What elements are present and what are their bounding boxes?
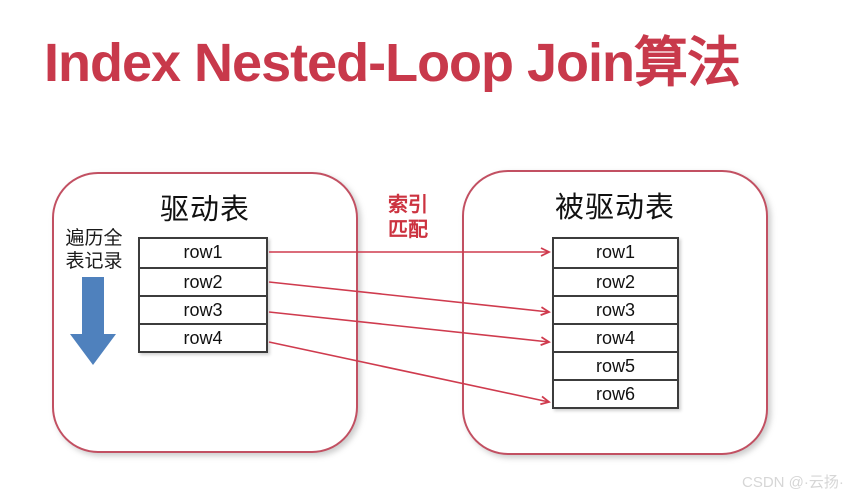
table-row: row2 <box>554 267 677 295</box>
index-match-label-line2: 匹配 <box>388 219 428 241</box>
watermark: CSDN @·云扬· <box>742 474 844 491</box>
index-match-label-line1: 索引 <box>388 194 428 216</box>
table-row: row3 <box>554 295 677 323</box>
driver-table-title: 驱动表 <box>159 194 250 226</box>
index-match-label: 索引 匹配 <box>388 193 428 243</box>
scan-direction-arrow-icon <box>70 277 116 365</box>
page-title: Index Nested-Loop Join算法 <box>44 33 741 93</box>
table-row: row2 <box>140 267 266 295</box>
full-scan-note-line1: 遍历全 <box>65 228 123 249</box>
table-row: row5 <box>554 351 677 379</box>
table-row: row4 <box>140 323 266 351</box>
table-row: row3 <box>140 295 266 323</box>
table-row: row1 <box>595 242 635 262</box>
table-row: row6 <box>554 379 677 407</box>
table-row: row4 <box>554 323 677 351</box>
full-scan-note: 遍历全 表记录 <box>56 227 132 273</box>
full-scan-note-line2: 表记录 <box>65 251 123 272</box>
driven-table-title: 被驱动表 <box>554 192 675 224</box>
table-row: row1 <box>183 242 223 262</box>
